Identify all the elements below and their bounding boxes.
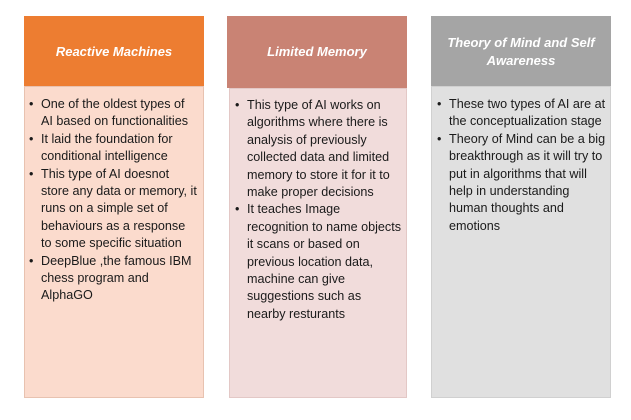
limited-memory-title: Limited Memory <box>267 44 367 60</box>
list-item: One of the oldest types of AI based on f… <box>29 96 199 131</box>
theory-of-mind-list: These two types of AI are at the concept… <box>437 96 606 235</box>
limited-memory-list: This type of AI works on algorithms wher… <box>235 97 402 323</box>
reactive-machines-panel: One of the oldest types of AI based on f… <box>24 86 204 398</box>
list-item: This type of AI works on algorithms wher… <box>235 97 402 201</box>
reactive-machines-list: One of the oldest types of AI based on f… <box>29 96 199 305</box>
list-item: It teaches Image recognition to name obj… <box>235 201 402 323</box>
theory-of-mind-header: Theory of Mind and Self Awareness <box>431 16 611 88</box>
reactive-machines-header: Reactive Machines <box>24 16 204 88</box>
list-item: It laid the foundation for conditional i… <box>29 131 199 166</box>
list-item: These two types of AI are at the concept… <box>437 96 606 131</box>
list-item: DeepBlue ,the famous IBM chess program a… <box>29 253 199 305</box>
limited-memory-header: Limited Memory <box>227 16 407 88</box>
reactive-machines-title: Reactive Machines <box>55 44 173 60</box>
list-item: This type of AI doesnot store any data o… <box>29 166 199 253</box>
list-item: Theory of Mind can be a big breakthrough… <box>437 131 606 235</box>
theory-of-mind-panel: These two types of AI are at the concept… <box>431 86 611 398</box>
theory-of-mind-title: Theory of Mind and Self Awareness <box>447 35 595 68</box>
limited-memory-panel: This type of AI works on algorithms wher… <box>229 88 407 398</box>
